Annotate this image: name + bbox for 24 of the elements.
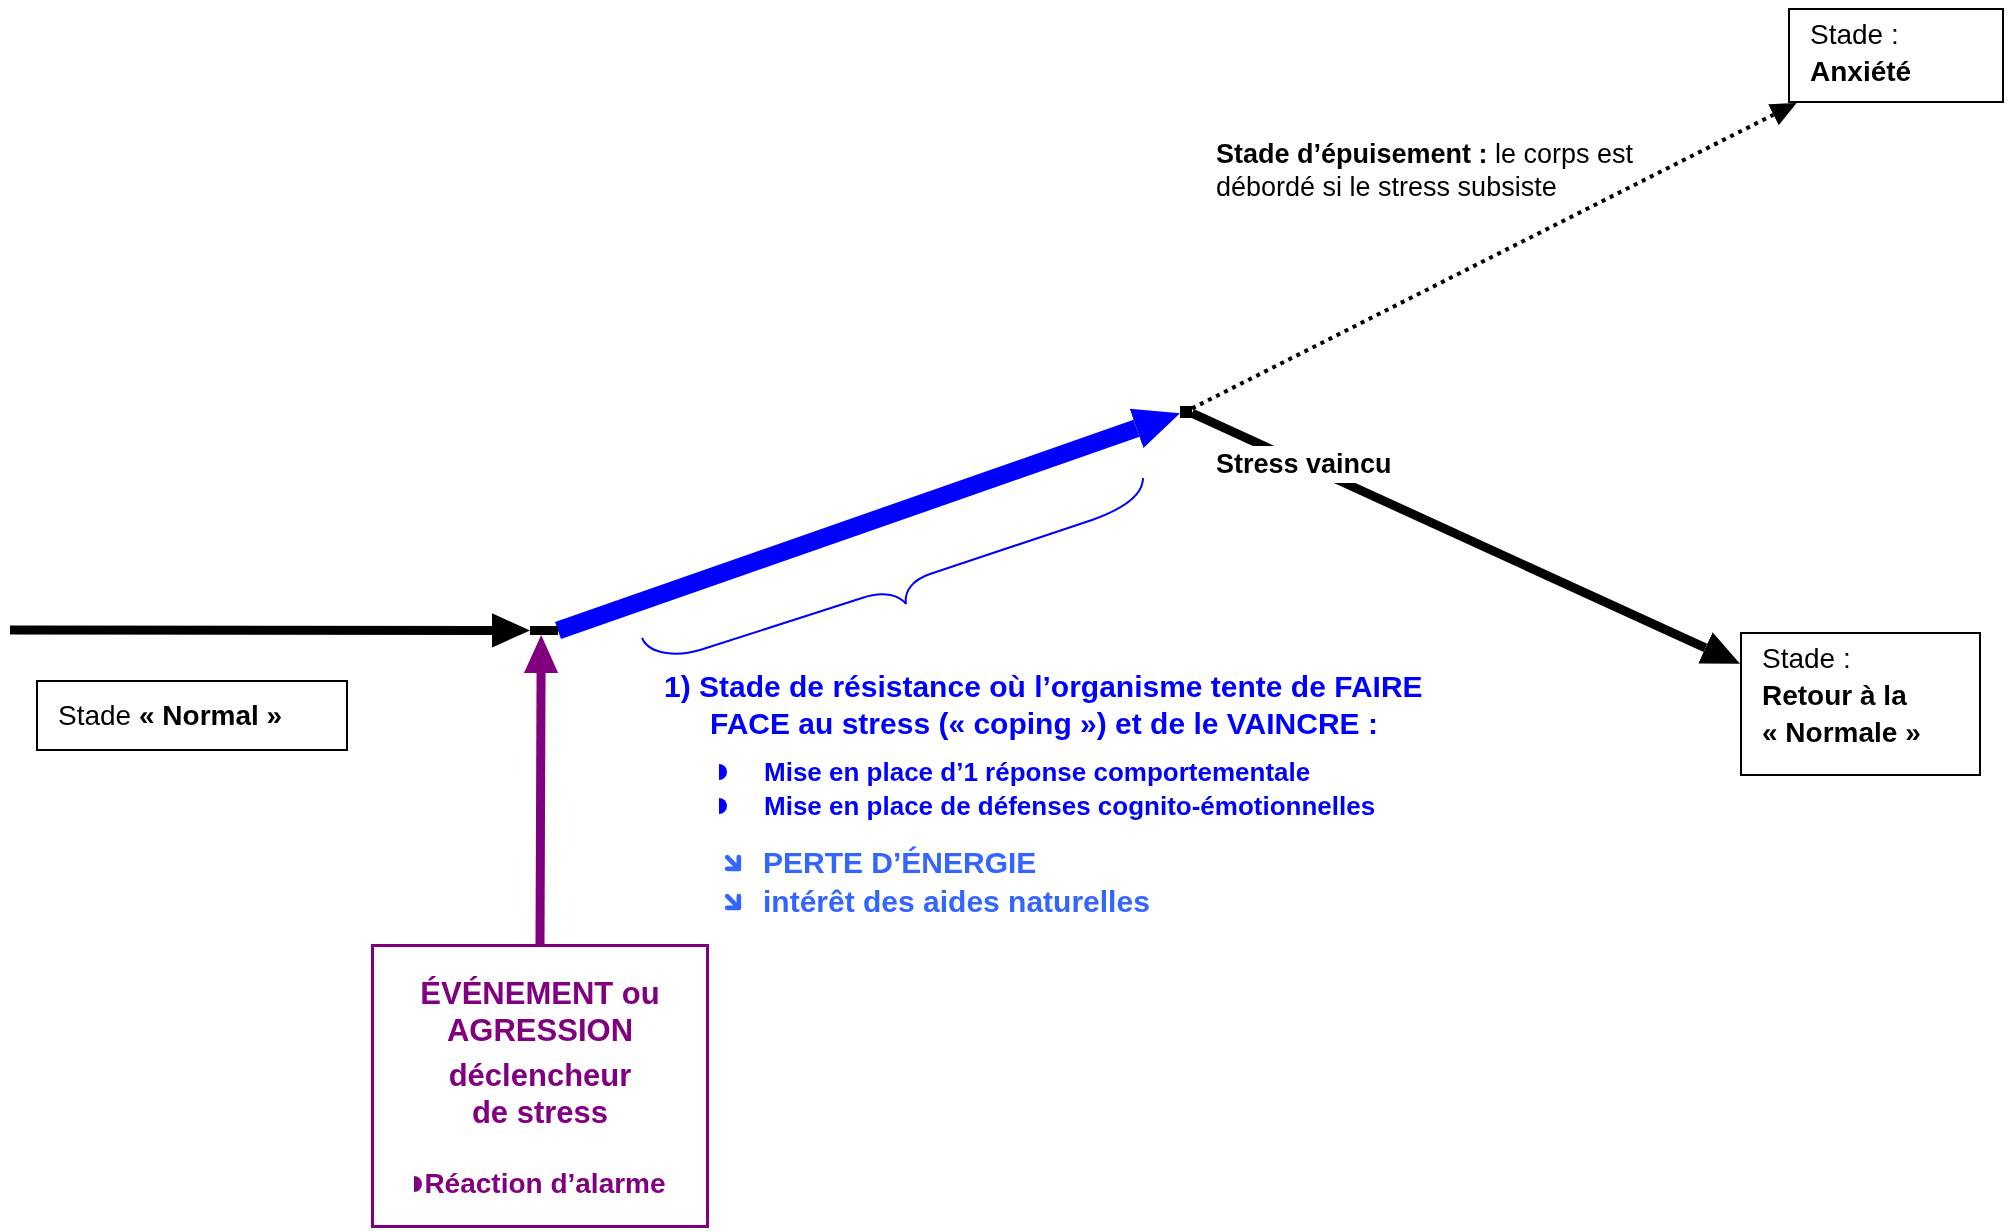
arrow	[1191, 103, 1797, 411]
edge-label: Stade d’épuisement : le corps est débordé si le stress subsiste	[1216, 138, 1635, 204]
consequence-text: intérêt des aides naturelles	[763, 884, 1150, 920]
box-note: Réaction d’alarme	[424, 1167, 666, 1201]
junction-point	[1180, 406, 1192, 418]
stage-box	[1740, 632, 1981, 776]
box-subheading: déclencheur de stress	[447, 1057, 633, 1131]
arrow	[523, 635, 559, 944]
stage-name: Retour à la « Normale »	[1762, 679, 1922, 750]
stage-label: Stade « Normal »	[58, 699, 283, 733]
event-box	[371, 944, 709, 1228]
bullet-text: Mise en place de défenses cognito-émotionnelles	[764, 790, 1376, 822]
stage-box	[36, 680, 348, 751]
stage-name: Anxiété	[1810, 55, 1913, 89]
arrow	[10, 613, 530, 648]
bullet-text: Mise en place d’1 réponse comportementale	[764, 756, 1311, 788]
arrow	[1190, 409, 1740, 664]
consequence-text: PERTE D’ÉNERGIE	[763, 845, 1037, 881]
stage-label: Stade :	[1762, 642, 1852, 676]
stage-label: Stade :	[1810, 18, 1900, 52]
stage-description: 1) Stade de résistance où l’organisme tente de FAIRE FACE au stress (« coping ») et de le VAINCRE :	[664, 669, 1424, 742]
arrow	[555, 408, 1180, 639]
junction-point	[530, 626, 558, 635]
stage-box	[1788, 8, 2004, 103]
